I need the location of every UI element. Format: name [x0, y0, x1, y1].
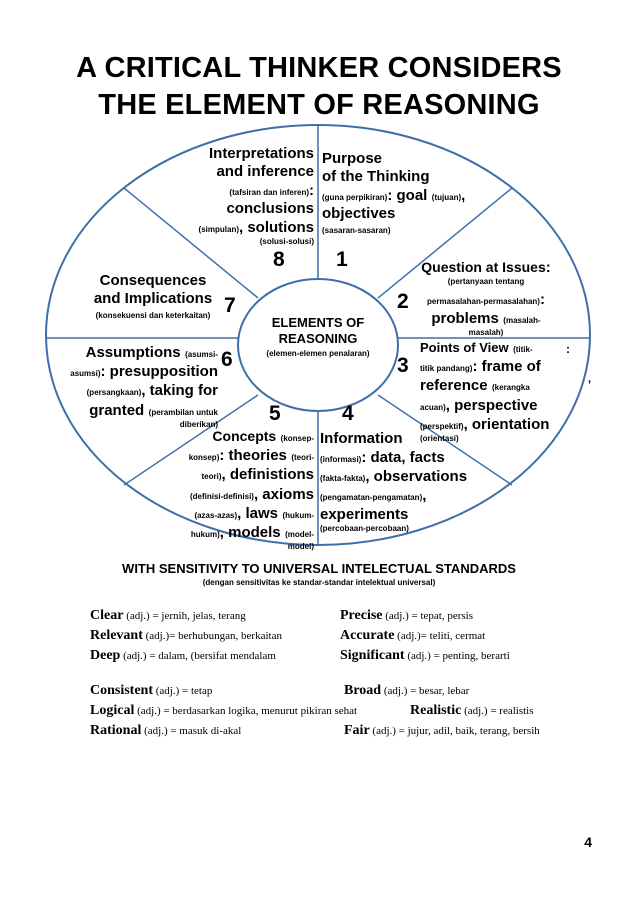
segment-number-2: 2: [397, 290, 409, 313]
standard-significant: Significant (adj.) = penting, berarti: [340, 648, 510, 663]
segment-number-6: 6: [221, 348, 233, 371]
segment-information: Information (informasi): data, facts (fa…: [320, 430, 468, 533]
stray-colon: :: [566, 342, 570, 356]
standard-accurate: Accurate (adj.)= teliti, cermat: [340, 628, 486, 643]
standard-broad: Broad (adj.) = besar, lebar: [344, 683, 470, 698]
segment-number-5: 5: [269, 402, 281, 425]
page-title-line-2: THE ELEMENT OF REASONING: [98, 89, 540, 121]
standard-logical: Logical (adj.) = berdasarkan logika, men…: [90, 703, 358, 718]
segment-number-4: 4: [342, 402, 354, 425]
standard-deep: Deep (adj.) = dalam, (bersifat mendalam: [90, 648, 276, 663]
center-line-1: ELEMENTS OF: [271, 315, 365, 330]
segment-consequences: Consequences and Implications (konsekuen…: [93, 272, 213, 320]
segment-points-of-view: Points of View (titik- titik pandang): f…: [420, 340, 550, 443]
purpose-title: Purpose: [322, 150, 383, 167]
standards-subtitle: (dengan sensitivitas ke standar-standar …: [202, 578, 436, 587]
center-label: ELEMENTS OF REASONING (elemen-elemen pen…: [238, 315, 398, 359]
standard-fair: Fair (adj.) = jujur, adil, baik, terang,…: [344, 723, 540, 738]
center-line-2: REASONING: [278, 330, 358, 346]
purpose-subtitle: of the Thinking: [322, 168, 430, 185]
standard-clear: Clear (adj.) = jernih, jelas, terang: [90, 608, 246, 623]
stray-comma: ,: [588, 373, 592, 385]
divider-lower-left: [123, 394, 259, 486]
segment-concepts: Concepts (konsep- konsep): theories (teo…: [188, 428, 314, 552]
standard-precise: Precise (adj.) = tepat, persis: [340, 608, 474, 623]
segment-number-1: 1: [336, 248, 348, 271]
divider-upper-right: [377, 187, 513, 299]
center-sub: (elemen-elemen penalaran): [266, 349, 370, 359]
divider-upper-left: [123, 187, 259, 299]
segment-interpretations: Interpretations and inference (tafsiran …: [198, 145, 314, 247]
page-number: 4: [584, 834, 592, 850]
segment-purpose: Purpose of the Thinking (guna perpikiran…: [322, 150, 502, 236]
segment-number-8: 8: [273, 248, 285, 271]
standard-relevant: Relevant (adj.)= berhubungan, berkaitan: [90, 628, 282, 643]
standards-title: WITH SENSITIVITY TO UNIVERSAL INTELECTUA…: [122, 561, 516, 576]
standard-consistent: Consistent (adj.) = tetap: [90, 683, 213, 698]
page-title-line-1: A CRITICAL THINKER CONSIDERS: [76, 52, 562, 84]
segment-number-3: 3: [397, 354, 409, 377]
divider-lower-right: [377, 394, 513, 486]
segment-assumptions: Assumptions (asumsi- asumsi): presupposi…: [70, 344, 218, 429]
segment-number-7: 7: [224, 294, 236, 317]
segment-question: Question at Issues: (pertanyaan tentang …: [421, 259, 551, 338]
standard-rational: Rational (adj.) = masuk di-akal: [90, 723, 242, 738]
standard-realistic: Realistic (adj.) = realistis: [410, 703, 534, 718]
